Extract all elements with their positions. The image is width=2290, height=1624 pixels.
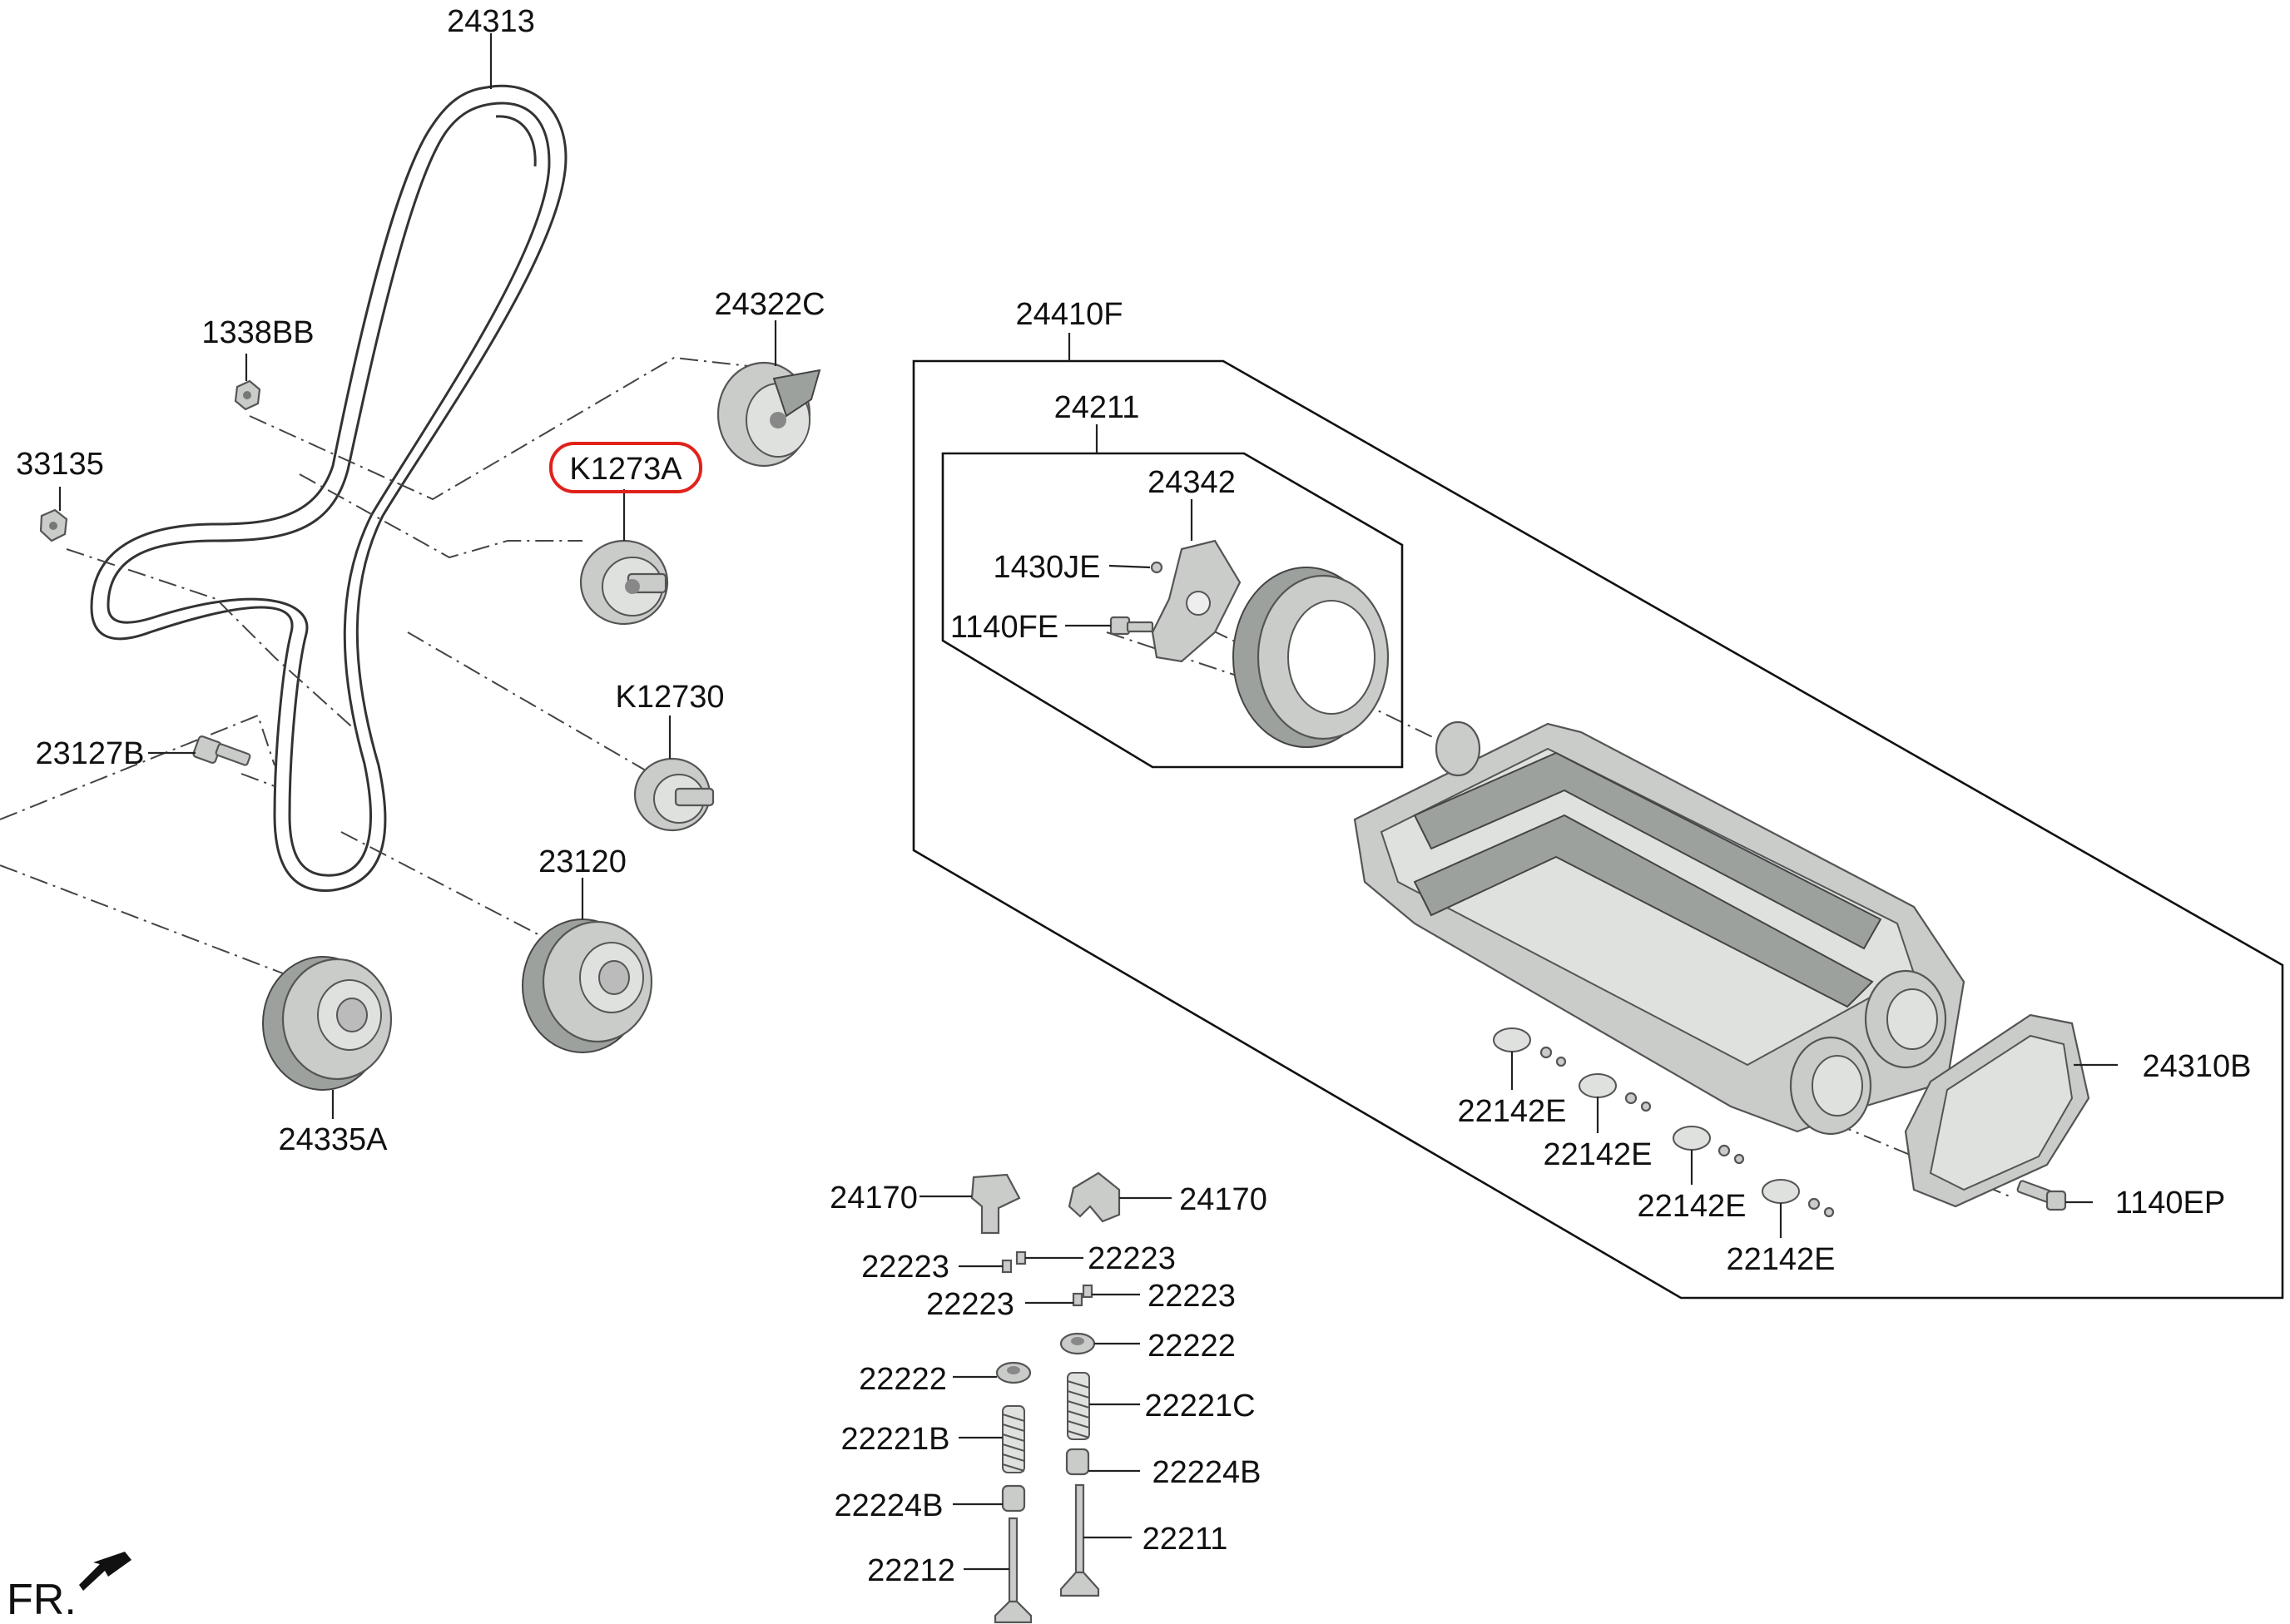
rocker-24170-right[interactable]: [1068, 1171, 1121, 1223]
seal-22142e-1[interactable]: [1493, 1027, 1567, 1067]
label-24342[interactable]: 24342: [1147, 465, 1236, 500]
small-bolt-1430je[interactable]: [1150, 561, 1163, 574]
label-24322c[interactable]: 24322C: [714, 287, 825, 322]
idler-pulley-k12730[interactable]: [633, 757, 715, 832]
valve-seal-22224b-right[interactable]: [1065, 1448, 1090, 1476]
cam-sprocket-frame: [941, 452, 1404, 769]
nut-1338bb[interactable]: [234, 379, 261, 411]
highlight-ring: [549, 442, 702, 493]
label-23127b[interactable]: 23127B: [35, 736, 144, 771]
bolt-23127b[interactable]: [192, 735, 251, 766]
leader-lines: [58, 33, 2118, 1571]
label-22221b[interactable]: 22221B: [840, 1422, 949, 1457]
label-22222-left[interactable]: 22222: [859, 1362, 947, 1397]
label-24313[interactable]: 24313: [447, 4, 535, 39]
nut-33135[interactable]: [39, 508, 68, 542]
label-1140ep[interactable]: 1140EP: [2115, 1186, 2225, 1220]
label-k12730[interactable]: K12730: [615, 680, 724, 715]
part-labels: 24313 1338BB 33135 24322C K1273A K12730 …: [7, 4, 2252, 1624]
cotter-22223-1[interactable]: [1001, 1259, 1013, 1274]
retainer-22222-right[interactable]: [1059, 1332, 1096, 1355]
label-24211[interactable]: 24211: [1054, 390, 1140, 425]
label-22142e-2[interactable]: 22142E: [1543, 1137, 1652, 1172]
cotter-22223-2[interactable]: [1015, 1250, 1027, 1265]
label-22223-3[interactable]: 22223: [926, 1287, 1014, 1322]
label-24310b[interactable]: 24310B: [2142, 1049, 2251, 1084]
cam-sprocket-gear[interactable]: [1232, 567, 1390, 748]
cotter-22223-3[interactable]: [1072, 1292, 1083, 1307]
head-assembly-frame: [912, 359, 2284, 1300]
sprocket-23120[interactable]: [522, 918, 653, 1053]
idler-pulley-k1273a[interactable]: [579, 539, 669, 626]
label-24170-left[interactable]: 24170: [830, 1181, 918, 1216]
label-22211[interactable]: 22211: [1143, 1522, 1228, 1557]
label-1430je[interactable]: 1430JE: [994, 550, 1101, 585]
label-k1273a[interactable]: K1273A: [569, 452, 682, 487]
label-33135[interactable]: 33135: [16, 447, 104, 482]
spring-22221b[interactable]: [1002, 1405, 1025, 1473]
label-22223-4[interactable]: 22223: [1147, 1279, 1236, 1314]
label-23120[interactable]: 23120: [538, 844, 627, 879]
front-marker-label: FR.: [7, 1576, 77, 1624]
valve-22211[interactable]: [1059, 1483, 1100, 1597]
cylinder-head[interactable]: [1353, 720, 1965, 1136]
retainer-22222-left[interactable]: [995, 1361, 1032, 1384]
spring-22221c[interactable]: [1067, 1372, 1090, 1440]
bolt-1140ep[interactable]: [2016, 1180, 2067, 1211]
label-22142e-1[interactable]: 22142E: [1457, 1094, 1566, 1129]
valve-seal-22224b-left[interactable]: [1001, 1484, 1026, 1513]
sensor-wheel[interactable]: [1151, 539, 1242, 663]
label-1140fe[interactable]: 1140FE: [950, 610, 1058, 645]
timing-belt[interactable]: [90, 84, 568, 892]
label-22222-right[interactable]: 22222: [1147, 1329, 1236, 1364]
rocker-24170-left[interactable]: [970, 1173, 1021, 1235]
label-22212[interactable]: 22212: [867, 1553, 955, 1588]
label-22223-1[interactable]: 22223: [861, 1250, 949, 1285]
valve-22212[interactable]: [994, 1517, 1033, 1624]
cotter-22223-4[interactable]: [1082, 1284, 1093, 1299]
label-22142e-3[interactable]: 22142E: [1637, 1189, 1746, 1224]
seal-22142e-2[interactable]: [1579, 1073, 1652, 1112]
label-22224b-right[interactable]: 22224B: [1152, 1455, 1261, 1490]
label-22221c[interactable]: 22221C: [1144, 1389, 1255, 1423]
tensioner-pulley[interactable]: [716, 361, 821, 468]
seal-22142e-3[interactable]: [1673, 1126, 1745, 1165]
label-22224b-left[interactable]: 22224B: [834, 1488, 943, 1523]
seal-22142e-4[interactable]: [1762, 1179, 1835, 1218]
front-arrow-icon: [79, 1552, 131, 1591]
label-24410f[interactable]: 24410F: [1016, 297, 1123, 332]
label-22142e-4[interactable]: 22142E: [1726, 1242, 1835, 1277]
label-1338bb[interactable]: 1338BB: [201, 315, 314, 350]
label-22223-2[interactable]: 22223: [1088, 1241, 1176, 1276]
bolt-1140fe[interactable]: [1109, 616, 1154, 636]
label-24335a[interactable]: 24335A: [278, 1122, 388, 1157]
label-24170-right[interactable]: 24170: [1179, 1182, 1267, 1217]
cover-24310b[interactable]: [1904, 1013, 2090, 1208]
sprocket-24335a[interactable]: [262, 956, 393, 1091]
